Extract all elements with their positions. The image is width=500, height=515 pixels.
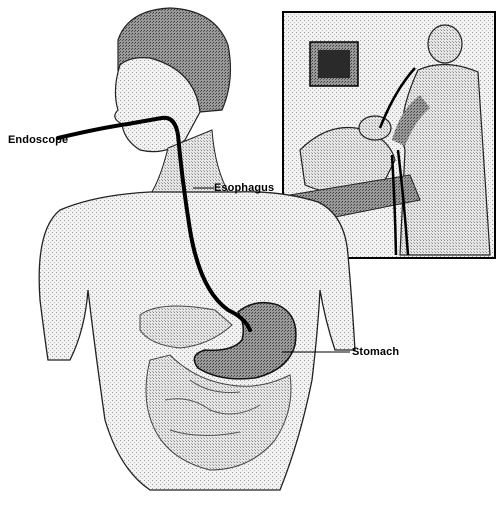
endoscope-label: Endoscope (8, 134, 68, 146)
stomach-label: Stomach (352, 346, 399, 358)
esophagus-label: Esophagus (214, 182, 274, 194)
